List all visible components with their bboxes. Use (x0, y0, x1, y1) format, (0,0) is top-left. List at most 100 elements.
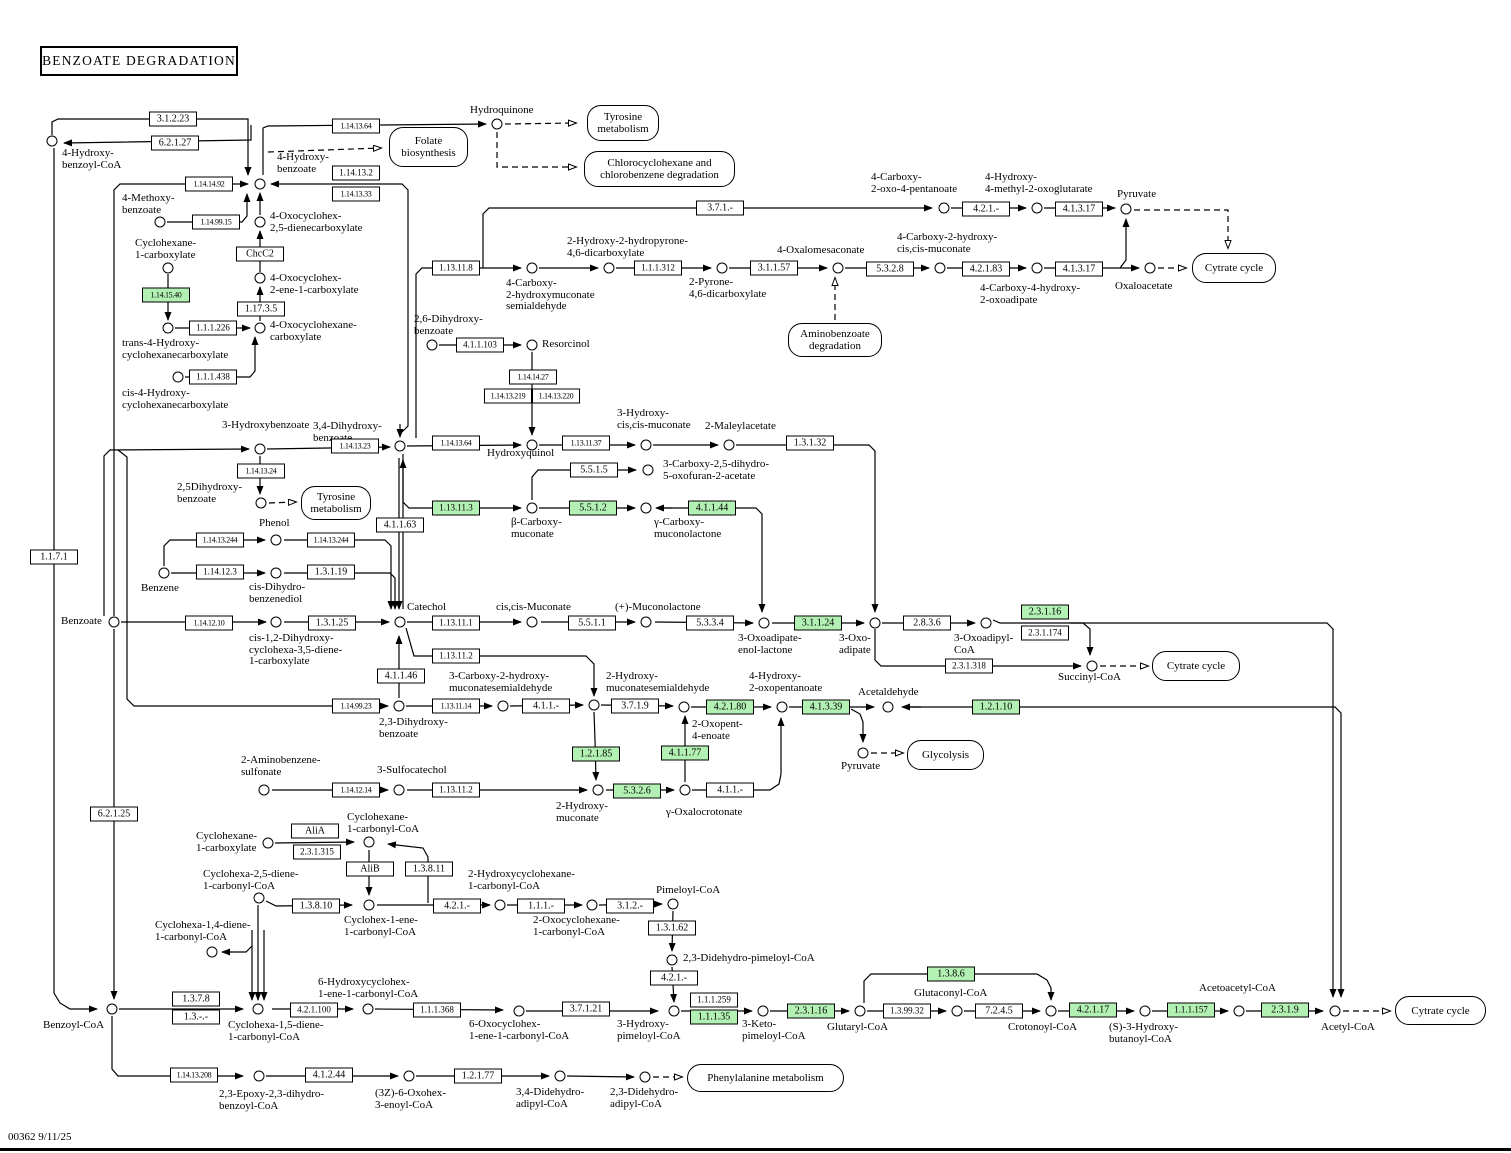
enzyme-box-1.3.8.6[interactable]: 1.3.8.6 (927, 966, 975, 982)
enzyme-box-1.1.1.438[interactable]: 1.1.1.438 (189, 369, 237, 385)
compound-node[interactable] (394, 440, 406, 452)
enzyme-box-4.1.1.63[interactable]: 4.1.1.63 (376, 517, 424, 533)
compound-node[interactable] (262, 837, 274, 849)
compound-node[interactable] (526, 339, 538, 351)
compound-node[interactable] (1139, 1005, 1151, 1017)
enzyme-box-1.13.11.1[interactable]: 1.13.11.1 (432, 615, 480, 631)
enzyme-box-4.1.1.77[interactable]: 4.1.1.77 (661, 745, 709, 761)
enzyme-box-2.3.1.174[interactable]: 2.3.1.174 (1021, 625, 1069, 641)
pathway-link-box[interactable]: Phenylalanine metabolism (687, 1064, 844, 1092)
compound-node[interactable] (869, 617, 881, 629)
enzyme-box-4.1.3.17[interactable]: 4.1.3.17 (1055, 261, 1103, 277)
enzyme-box-1.3.1.19[interactable]: 1.3.1.19 (307, 564, 355, 580)
enzyme-box-2.3.1.9[interactable]: 2.3.1.9 (1261, 1002, 1309, 1018)
enzyme-box-2.3.1.16[interactable]: 2.3.1.16 (787, 1003, 835, 1019)
compound-node[interactable] (393, 784, 405, 796)
pathway-link-box[interactable]: Glycolysis (907, 740, 984, 770)
pathway-link-box[interactable]: Folate biosynthesis (389, 127, 468, 167)
enzyme-box-1.1.1.-[interactable]: 1.1.1.- (517, 898, 565, 914)
enzyme-box-4.1.1.44[interactable]: 4.1.1.44 (688, 500, 736, 516)
compound-node[interactable] (642, 464, 654, 476)
enzyme-box-4.1.3.39[interactable]: 4.1.3.39 (802, 699, 850, 715)
enzyme-box-4.1.1.-[interactable]: 4.1.1.- (706, 782, 754, 798)
enzyme-box-1.14.13.64[interactable]: 1.14.13.64 (332, 118, 380, 134)
compound-node[interactable] (1233, 1005, 1245, 1017)
compound-node[interactable] (679, 784, 691, 796)
enzyme-box-1.1.1.35[interactable]: 1.1.1.35 (690, 1009, 738, 1025)
enzyme-box-1.14.13.24[interactable]: 1.14.13.24 (237, 463, 285, 479)
enzyme-box-2.8.3.6[interactable]: 2.8.3.6 (903, 615, 951, 631)
enzyme-box-2.3.1.315[interactable]: 2.3.1.315 (293, 844, 341, 860)
compound-node[interactable] (270, 567, 282, 579)
compound-node[interactable] (270, 616, 282, 628)
enzyme-box-3.7.1.21[interactable]: 3.7.1.21 (562, 1001, 610, 1017)
enzyme-box-1.14.13.208[interactable]: 1.14.13.208 (170, 1067, 218, 1083)
enzyme-box-1.14.13.33[interactable]: 1.14.13.33 (332, 186, 380, 202)
enzyme-box-1.14.99.15[interactable]: 1.14.99.15 (192, 214, 240, 230)
enzyme-box-5.3.2.8[interactable]: 5.3.2.8 (866, 261, 914, 277)
compound-node[interactable] (586, 899, 598, 911)
enzyme-box-1.3.-.-[interactable]: 1.3.-.- (172, 1009, 220, 1025)
compound-node[interactable] (934, 262, 946, 274)
enzyme-box-4.2.1.83[interactable]: 4.2.1.83 (962, 261, 1010, 277)
enzyme-box-1.3.99.32[interactable]: 1.3.99.32 (883, 1003, 931, 1019)
enzyme-box-1.2.1.85[interactable]: 1.2.1.85 (572, 746, 620, 762)
compound-node[interactable] (1031, 202, 1043, 214)
enzyme-box-1.3.8.10[interactable]: 1.3.8.10 (292, 898, 340, 914)
enzyme-box-3.7.1.-[interactable]: 3.7.1.- (696, 200, 744, 216)
compound-node[interactable] (526, 439, 538, 451)
compound-node[interactable] (640, 502, 652, 514)
compound-node[interactable] (162, 322, 174, 334)
enzyme-box-4.1.1.46[interactable]: 4.1.1.46 (377, 668, 425, 684)
enzyme-box-1.3.1.62[interactable]: 1.3.1.62 (648, 920, 696, 936)
compound-node[interactable] (640, 616, 652, 628)
enzyme-box-AliB[interactable]: AliB (346, 861, 394, 877)
compound-node[interactable] (362, 1003, 374, 1015)
compound-node[interactable] (258, 784, 270, 796)
compound-node[interactable] (253, 892, 265, 904)
pathway-link-box[interactable]: Tyrosine metabolism (587, 105, 659, 141)
pathway-link-box[interactable]: Cytrate cycle (1395, 996, 1486, 1025)
enzyme-box-5.3.3.4[interactable]: 5.3.3.4 (686, 615, 734, 631)
compound-node[interactable] (491, 118, 503, 130)
compound-node[interactable] (882, 701, 894, 713)
enzyme-box-5.3.2.6[interactable]: 5.3.2.6 (613, 783, 661, 799)
enzyme-box-1.14.12.10[interactable]: 1.14.12.10 (185, 615, 233, 631)
enzyme-box-1.13.11.2[interactable]: 1.13.11.2 (432, 782, 480, 798)
enzyme-box-4.2.1.-[interactable]: 4.2.1.- (433, 898, 481, 914)
pathway-link-box[interactable]: Cytrate cycle (1152, 651, 1240, 681)
enzyme-box-3.7.1.9[interactable]: 3.7.1.9 (611, 698, 659, 714)
enzyme-box-1.14.99.23[interactable]: 1.14.99.23 (332, 698, 380, 714)
compound-node[interactable] (106, 1003, 118, 1015)
enzyme-box-2.3.1.16[interactable]: 2.3.1.16 (1021, 604, 1069, 620)
enzyme-box-4.2.1.100[interactable]: 4.2.1.100 (290, 1002, 338, 1018)
enzyme-box-3.1.1.24[interactable]: 3.1.1.24 (794, 615, 842, 631)
enzyme-box-4.1.1.103[interactable]: 4.1.1.103 (456, 337, 504, 353)
enzyme-box-4.2.1.-[interactable]: 4.2.1.- (650, 970, 698, 986)
compound-node[interactable] (554, 1070, 566, 1082)
enzyme-box-1.14.13.23[interactable]: 1.14.13.23 (331, 438, 379, 454)
compound-node[interactable] (363, 836, 375, 848)
compound-node[interactable] (252, 1003, 264, 1015)
enzyme-box-1.13.11.37[interactable]: 1.13.11.37 (562, 435, 610, 451)
compound-node[interactable] (776, 701, 788, 713)
compound-node[interactable] (668, 1005, 680, 1017)
compound-node[interactable] (363, 899, 375, 911)
enzyme-box-1.14.13.220[interactable]: 1.14.13.220 (532, 388, 580, 404)
compound-node[interactable] (588, 699, 600, 711)
enzyme-box-5.5.1.2[interactable]: 5.5.1.2 (569, 500, 617, 516)
enzyme-box-1.1.1.368[interactable]: 1.1.1.368 (413, 1002, 461, 1018)
compound-node[interactable] (403, 1070, 415, 1082)
compound-node[interactable] (162, 262, 174, 274)
compound-node[interactable] (639, 1071, 651, 1083)
enzyme-box-1.14.13.244[interactable]: 1.14.13.244 (307, 532, 355, 548)
enzyme-box-AliA[interactable]: AliA (291, 823, 339, 839)
pathway-link-box[interactable]: Chlorocyclohexane and chlorobenzene degr… (584, 151, 735, 187)
enzyme-box-1.14.14.92[interactable]: 1.14.14.92 (185, 176, 233, 192)
compound-node[interactable] (253, 1070, 265, 1082)
compound-node[interactable] (497, 700, 509, 712)
compound-node[interactable] (1086, 660, 1098, 672)
enzyme-box-4.2.1.17[interactable]: 4.2.1.17 (1069, 1002, 1117, 1018)
enzyme-box-1.1.1.312[interactable]: 1.1.1.312 (634, 260, 682, 276)
enzyme-box-4.1.3.17[interactable]: 4.1.3.17 (1055, 201, 1103, 217)
